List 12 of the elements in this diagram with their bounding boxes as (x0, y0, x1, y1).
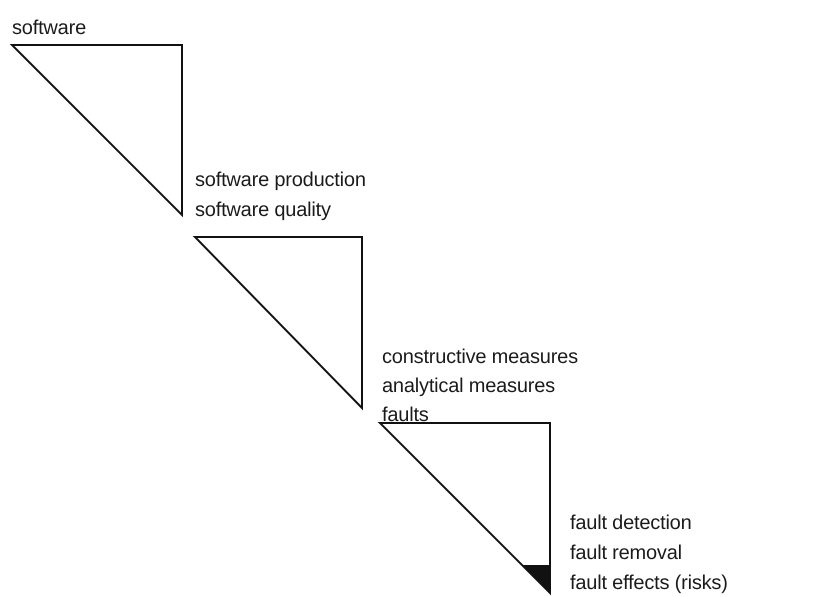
text-label: software production (195, 168, 366, 192)
text-label: software quality (195, 198, 331, 222)
text-label: analytical measures (382, 374, 555, 398)
triangle-shape (12, 45, 182, 215)
triangle-shape (380, 423, 550, 593)
text-label: software (12, 16, 86, 40)
triangle-shape (195, 237, 362, 408)
text-label: fault detection (570, 511, 692, 535)
text-label: constructive measures (382, 345, 578, 369)
text-label: faults (382, 403, 429, 427)
text-label: fault removal (570, 541, 682, 565)
text-label: fault effects (risks) (570, 571, 728, 595)
